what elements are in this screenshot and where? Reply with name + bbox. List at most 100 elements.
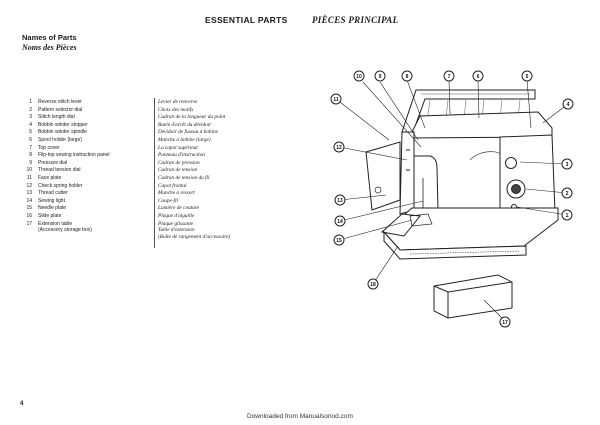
part-name-en: Pressure dial — [38, 159, 68, 166]
part-number: 2 — [29, 106, 32, 113]
part-name-en: Sewing light — [38, 197, 65, 204]
part-name-en: Thread cutter — [38, 190, 68, 197]
part-name-fr: Cadran de pression — [158, 159, 200, 166]
part-name-fr-line2: Table d'extension — [158, 227, 195, 233]
part-number: 14 — [26, 197, 32, 204]
part-row: 11 Face plate Cadran de tension du fil — [22, 175, 267, 183]
svg-text:12: 12 — [336, 145, 342, 151]
part-name-en: Bobbin winder stopper — [38, 121, 88, 128]
callout-11: 11 — [330, 93, 342, 105]
part-name-en: Face plate — [38, 174, 62, 181]
svg-text:4: 4 — [567, 102, 570, 108]
part-name-fr: Cadran de tension du fil — [158, 174, 210, 181]
part-name-fr-line3: (Boîte de rangement d'accessoire) — [158, 233, 231, 240]
part-name-fr-line1: Plaque glissante — [158, 220, 194, 227]
callout-3: 3 — [561, 158, 573, 170]
header-title-en: ESSENTIAL PARTS — [205, 15, 288, 25]
section-title-en: Names of Parts — [22, 33, 77, 42]
callout-13: 13 — [334, 194, 346, 206]
part-name-en: Check spring holder — [38, 182, 83, 189]
part-row: 10 Thread tension dial Cadran de tension — [22, 167, 267, 175]
sewing-machine-illustration — [365, 89, 559, 319]
part-number: 10 — [26, 167, 32, 174]
part-number: 7 — [29, 144, 32, 151]
part-name-en-line2: (Accessory storage box) — [38, 227, 92, 233]
part-row: 15 Needle plate Lumière de couture — [22, 205, 267, 213]
part-name-en: Pattern selector dial — [38, 106, 83, 113]
part-number: 11 — [26, 174, 32, 181]
part-number: 13 — [26, 190, 32, 197]
part-name-fr: Levier de renverse — [158, 99, 198, 105]
callout-9: 9 — [374, 70, 386, 82]
part-row: 2 Pattern selector dial Choix des motifs — [22, 107, 267, 115]
part-name-fr: Choix des motifs — [158, 106, 194, 113]
svg-text:17: 17 — [502, 320, 508, 326]
part-number: 6 — [29, 136, 32, 143]
part-row: 6 Spool holder (large) Manche à bobine (la… — [22, 137, 267, 145]
header-title-fr: PIÈCES PRINCIPAL — [312, 15, 399, 25]
svg-text:7: 7 — [448, 74, 451, 80]
svg-text:13: 13 — [337, 198, 343, 204]
part-name-en: Reverse stitch lever — [38, 99, 82, 105]
callout-6: 6 — [472, 70, 484, 82]
part-row: 13 Thread cutter Manche à ressort — [22, 190, 267, 198]
svg-text:10: 10 — [356, 74, 362, 80]
callout-17: 17 — [499, 316, 511, 328]
callout-7: 7 — [443, 70, 455, 82]
part-number: 1 — [29, 99, 32, 105]
part-name-fr: Panneau d'instruction — [158, 152, 205, 159]
part-name-en: Stitch length dial — [38, 114, 75, 121]
part-name-en: Extension table(Accessory storage box) — [38, 221, 92, 234]
part-name-fr: Cadran de la longueur du point — [158, 114, 226, 121]
svg-text:11: 11 — [333, 97, 339, 103]
part-number: 3 — [29, 114, 32, 121]
part-name-en: Bobbin winder spindle — [38, 129, 87, 136]
part-number: 16 — [26, 212, 32, 219]
callout-8: 8 — [401, 70, 413, 82]
part-name-en: Slide plate — [38, 212, 62, 219]
part-name-en-line1: Extension table — [38, 220, 73, 227]
page-number: 4 — [20, 401, 24, 407]
part-row: 9 Pressure dial Cadran de pression — [22, 160, 267, 168]
part-name-fr: Lumière de couture — [158, 205, 200, 212]
svg-text:6: 6 — [477, 74, 480, 80]
part-number: 17 — [26, 220, 32, 227]
svg-text:18: 18 — [370, 282, 376, 288]
part-number: 8 — [29, 152, 32, 159]
download-footer: Downloaded from Manualsonod.com — [247, 413, 353, 420]
svg-text:1: 1 — [566, 213, 569, 219]
part-name-en: Needle plate — [38, 205, 67, 212]
callout-16: 18 — [367, 278, 379, 290]
part-number: 12 — [26, 182, 32, 189]
callout-1: 1 — [561, 209, 573, 221]
svg-text:2: 2 — [566, 191, 569, 197]
part-name-en: Spool holder (large) — [38, 136, 82, 143]
part-name-fr: Plaque d'aiguille — [158, 212, 195, 219]
column-divider — [154, 98, 155, 248]
svg-text:14: 14 — [337, 219, 343, 225]
part-row: 3 Stitch length dial Cadran de la longueur… — [22, 114, 267, 122]
part-number: 9 — [29, 159, 32, 166]
part-name-fr: Manche à bobine (large) — [158, 136, 211, 143]
part-number: 15 — [26, 205, 32, 212]
callout-5: 5 — [521, 70, 533, 82]
part-name-en: Thread tension dial — [38, 167, 81, 174]
svg-text:5: 5 — [526, 74, 529, 80]
part-number: 4 — [29, 121, 32, 128]
callout-14: 14 — [334, 215, 346, 227]
part-name-fr: Dévidoir de fuseau à bobine — [158, 129, 219, 136]
part-name-fr: La capot supérieur — [158, 144, 199, 151]
svg-text:9: 9 — [379, 74, 382, 80]
part-name-fr: Cadran de tension — [158, 167, 198, 174]
callout-12: 12 — [333, 141, 345, 153]
svg-text:3: 3 — [566, 162, 569, 168]
part-name-fr: Manche à ressort — [158, 190, 195, 197]
